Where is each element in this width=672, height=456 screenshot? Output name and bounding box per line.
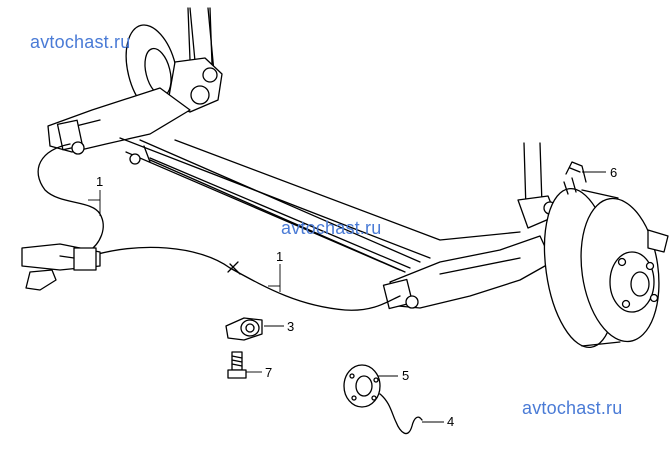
handbrake-cable bbox=[37, 143, 401, 311]
right-brake-disc bbox=[543, 187, 669, 349]
callout-3: 3 bbox=[287, 319, 294, 334]
watermark-center: avtochast.ru bbox=[281, 218, 382, 238]
clip-part bbox=[563, 161, 587, 195]
bolt-part bbox=[227, 351, 247, 379]
leader-lines bbox=[88, 171, 606, 423]
sensor-ring bbox=[343, 364, 381, 408]
callout-6: 6 bbox=[610, 165, 617, 180]
callout-1-upper: 1 bbox=[96, 174, 103, 189]
callout-7: 7 bbox=[265, 365, 272, 380]
watermark-bottom-right: avtochast.ru bbox=[522, 398, 623, 418]
callout-4: 4 bbox=[447, 414, 454, 429]
cable-equalizer bbox=[21, 243, 101, 291]
cable-bracket bbox=[225, 317, 263, 341]
sensor-wire bbox=[379, 393, 423, 435]
callout-5: 5 bbox=[402, 368, 409, 383]
watermark-top-left: avtochast.ru bbox=[30, 32, 131, 52]
callout-1-lower: 1 bbox=[276, 249, 283, 264]
right-trailing-arm bbox=[382, 235, 553, 310]
axle-beam bbox=[47, 87, 521, 273]
